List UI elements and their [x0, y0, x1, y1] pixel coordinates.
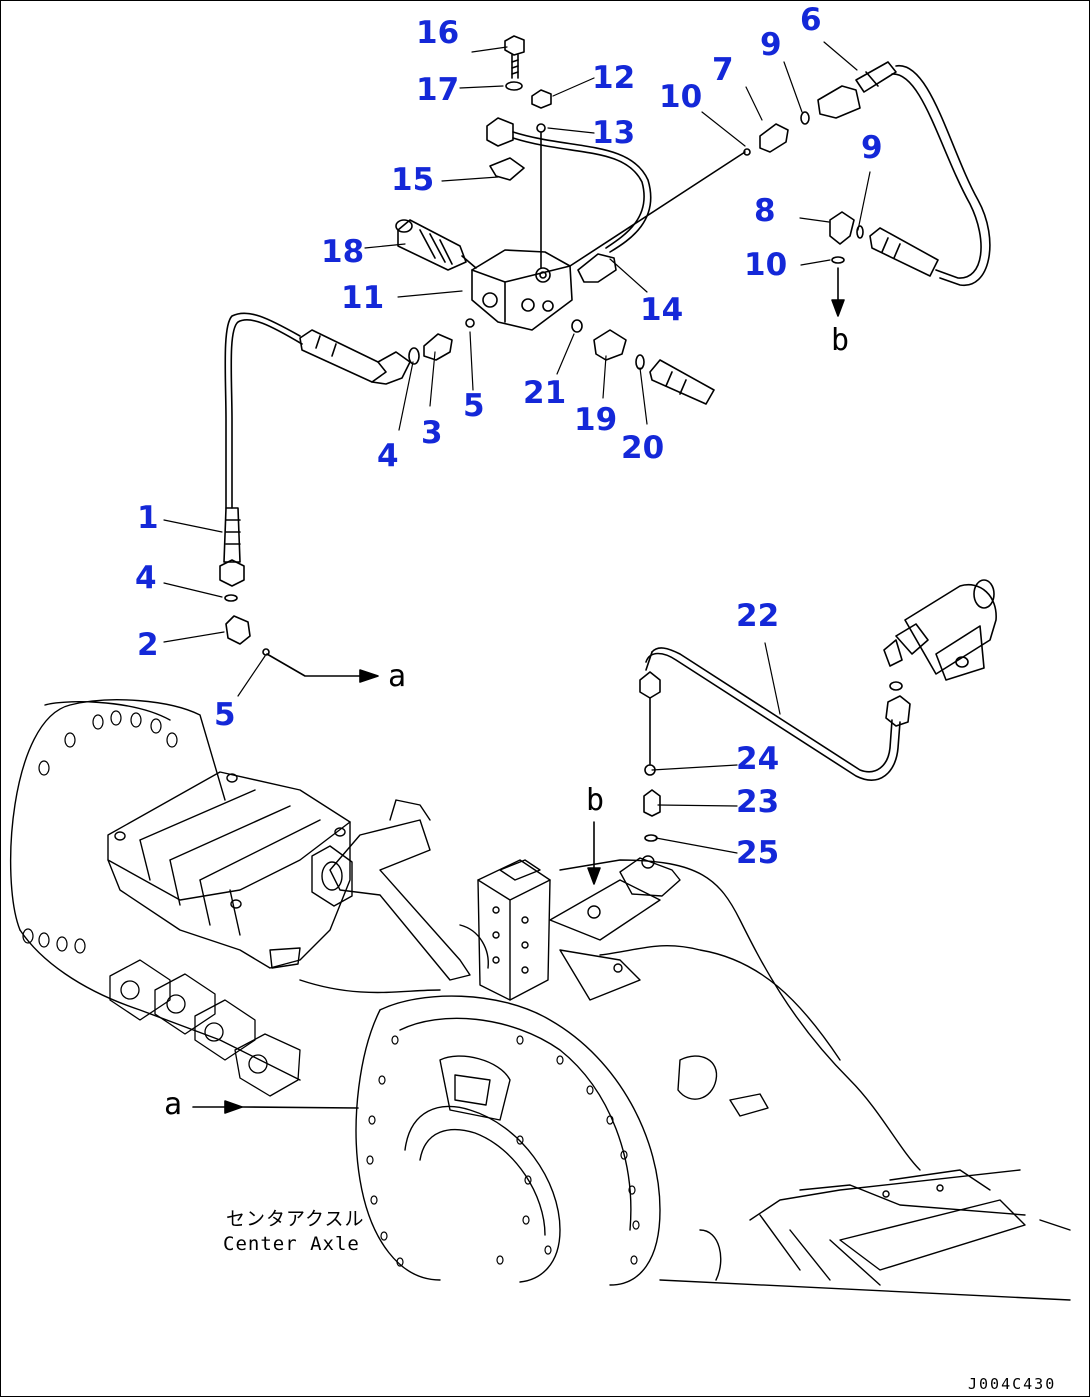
part-number-6: 6 — [800, 2, 822, 38]
axle-housing — [9, 699, 1071, 1301]
part-number-7: 7 — [712, 52, 734, 88]
part-number-3: 3 — [421, 415, 443, 451]
part-number-1: 1 — [137, 500, 159, 536]
part-number-22: 22 — [736, 598, 780, 634]
part-number-19: 19 — [574, 402, 618, 438]
drawing-code: J004C430 — [968, 1375, 1057, 1393]
part-number-14: 14 — [640, 292, 684, 328]
part-number-10: 10 — [744, 247, 788, 283]
part-number-24: 24 — [736, 741, 780, 777]
part-number-20: 20 — [621, 430, 665, 466]
ref-letter-b-bottom: b — [586, 783, 605, 818]
part-number-18: 18 — [321, 234, 365, 270]
ref-letter-b-top: b — [831, 323, 850, 358]
part-number-5: 5 — [463, 388, 485, 424]
part-number-2: 2 — [137, 627, 159, 663]
part-number-9: 9 — [760, 27, 782, 63]
part-number-8: 8 — [754, 193, 776, 229]
part-number-25: 25 — [736, 835, 780, 871]
part-number-4: 4 — [377, 438, 399, 474]
part-number-10: 10 — [659, 79, 703, 115]
left-hose-fittings — [219, 507, 270, 656]
leader-lines — [163, 41, 871, 854]
ref-letter-a-bottom: a — [164, 1087, 183, 1122]
ref-letter-a-top: a — [388, 659, 407, 694]
part-number-21: 21 — [523, 375, 567, 411]
part-number-9: 9 — [861, 130, 883, 166]
part-number-23: 23 — [736, 784, 780, 820]
part-number-4: 4 — [135, 560, 157, 596]
caption-english: Center Axle — [223, 1233, 360, 1255]
part-number-12: 12 — [592, 60, 636, 96]
part-number-15: 15 — [391, 162, 435, 198]
part-number-11: 11 — [341, 280, 385, 316]
reference-arrows — [192, 267, 845, 1114]
part-number-17: 17 — [416, 72, 460, 108]
part-number-5: 5 — [214, 697, 236, 733]
part-number-13: 13 — [592, 115, 636, 151]
right-pipe-assembly — [639, 579, 997, 842]
part-number-16: 16 — [416, 15, 460, 51]
valve-assembly — [224, 35, 991, 509]
caption-japanese: センタアクスル — [226, 1208, 365, 1230]
